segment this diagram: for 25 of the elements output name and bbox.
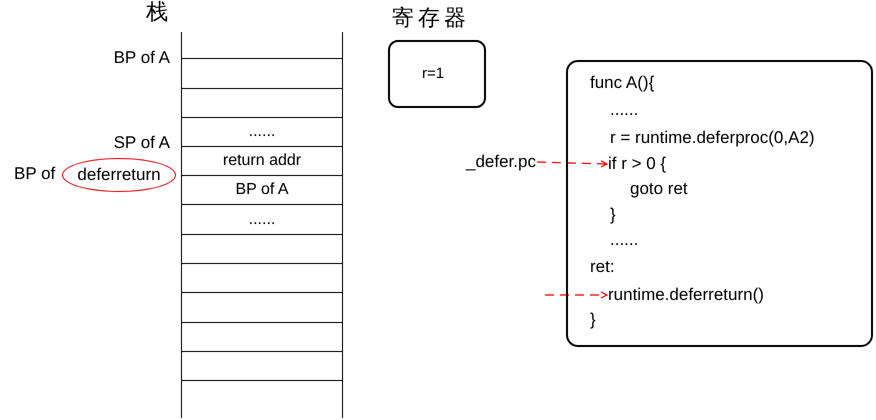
pointer-label: _defer.pc bbox=[466, 152, 536, 172]
stack-heading: 栈 bbox=[146, 0, 168, 26]
code-line: func A(){ bbox=[590, 73, 654, 93]
pointer-label: SP of A bbox=[114, 133, 170, 153]
register-heading: 寄存器 bbox=[392, 6, 470, 32]
code-line: } bbox=[590, 310, 596, 330]
code-box bbox=[566, 60, 873, 347]
stack-cell: ...... bbox=[182, 117, 342, 146]
pointer-label: BP of bbox=[14, 164, 56, 184]
code-line: r = runtime.deferproc(0,A2) bbox=[610, 128, 815, 148]
code-line: if r > 0 { bbox=[608, 154, 666, 174]
stack-cell: ...... bbox=[182, 204, 342, 234]
code-line: runtime.deferreturn() bbox=[608, 285, 764, 305]
code-line: ...... bbox=[610, 230, 638, 250]
stack-cell: BP of A bbox=[182, 175, 342, 204]
code-line: ...... bbox=[610, 100, 638, 120]
code-line: ret: bbox=[590, 257, 615, 277]
arrow bbox=[536, 160, 608, 168]
pointer-label: BP of A bbox=[114, 48, 170, 68]
code-line: goto ret bbox=[630, 179, 688, 199]
highlight-ellipse: deferreturn bbox=[62, 158, 176, 192]
arrow bbox=[545, 291, 608, 299]
code-line: } bbox=[610, 205, 616, 225]
register-value: r=1 bbox=[422, 64, 444, 84]
stack-cell: return addr bbox=[182, 146, 342, 175]
